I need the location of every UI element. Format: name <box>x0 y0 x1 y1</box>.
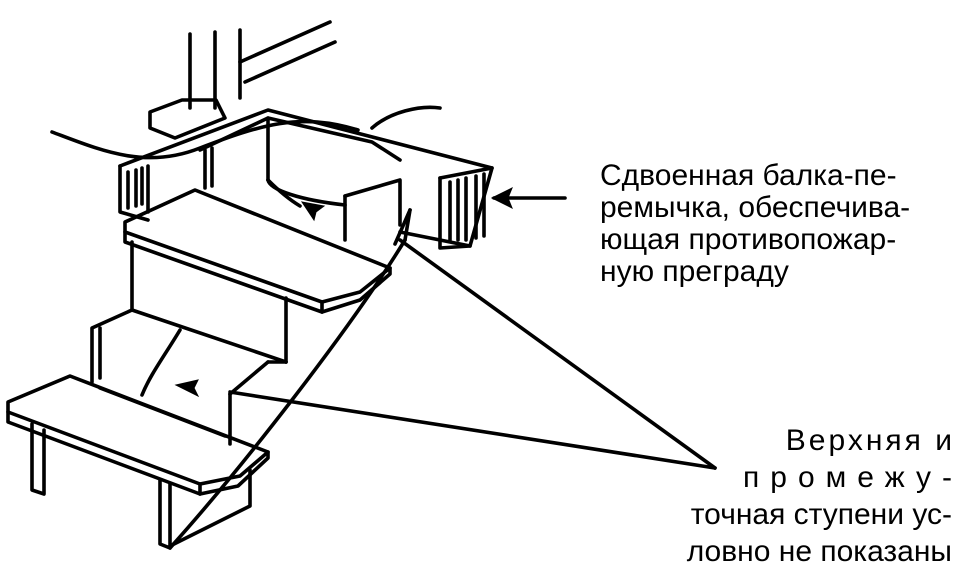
lower-stringer <box>30 360 288 550</box>
beam-label-line: ремычка, обеспечива- <box>600 191 911 224</box>
steps-label: Верхняя и промежу- точная ступени ус- ло… <box>687 425 952 573</box>
steps-label-line: ловно не показаны <box>686 535 952 568</box>
beam-label-line: ющая противопожар- <box>600 223 897 256</box>
upper-step-arrowhead <box>300 201 326 222</box>
main-stringer <box>168 208 412 550</box>
double-header-beam <box>118 108 494 250</box>
beam-label-line: Сдвоенная балка-пе- <box>600 159 897 192</box>
steps-label-line: Верхняя и <box>785 424 955 457</box>
steps-label-line: точная ступени ус- <box>690 498 952 531</box>
middle-riser <box>90 240 288 384</box>
steps-label-line: промежу- <box>743 461 963 494</box>
upper-tread <box>123 188 392 314</box>
lower-step-arrowhead <box>174 379 200 398</box>
beam-label-line: ную преграду <box>600 255 789 288</box>
beam-arrowhead <box>490 186 513 210</box>
wall-post <box>188 20 337 110</box>
riser-curve <box>140 178 302 397</box>
beam-label: Сдвоенная балка-пе- ремычка, обеспечива-… <box>600 160 910 288</box>
